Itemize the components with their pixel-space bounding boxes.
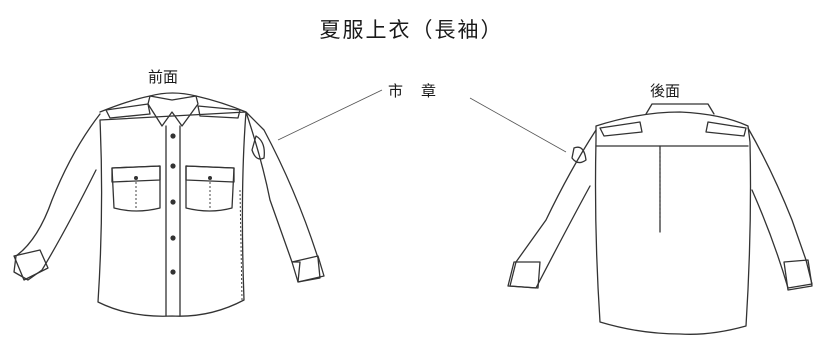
city-emblem-label: 市章 [388, 82, 455, 100]
front-shirt [13, 92, 325, 317]
back-view-label: 後面 [650, 82, 681, 100]
front-view-label: 前面 [148, 68, 179, 86]
back-shirt [507, 103, 813, 335]
emblem-leader-lines [277, 89, 567, 153]
diagram-title: 夏服上衣（長袖） [319, 18, 504, 42]
